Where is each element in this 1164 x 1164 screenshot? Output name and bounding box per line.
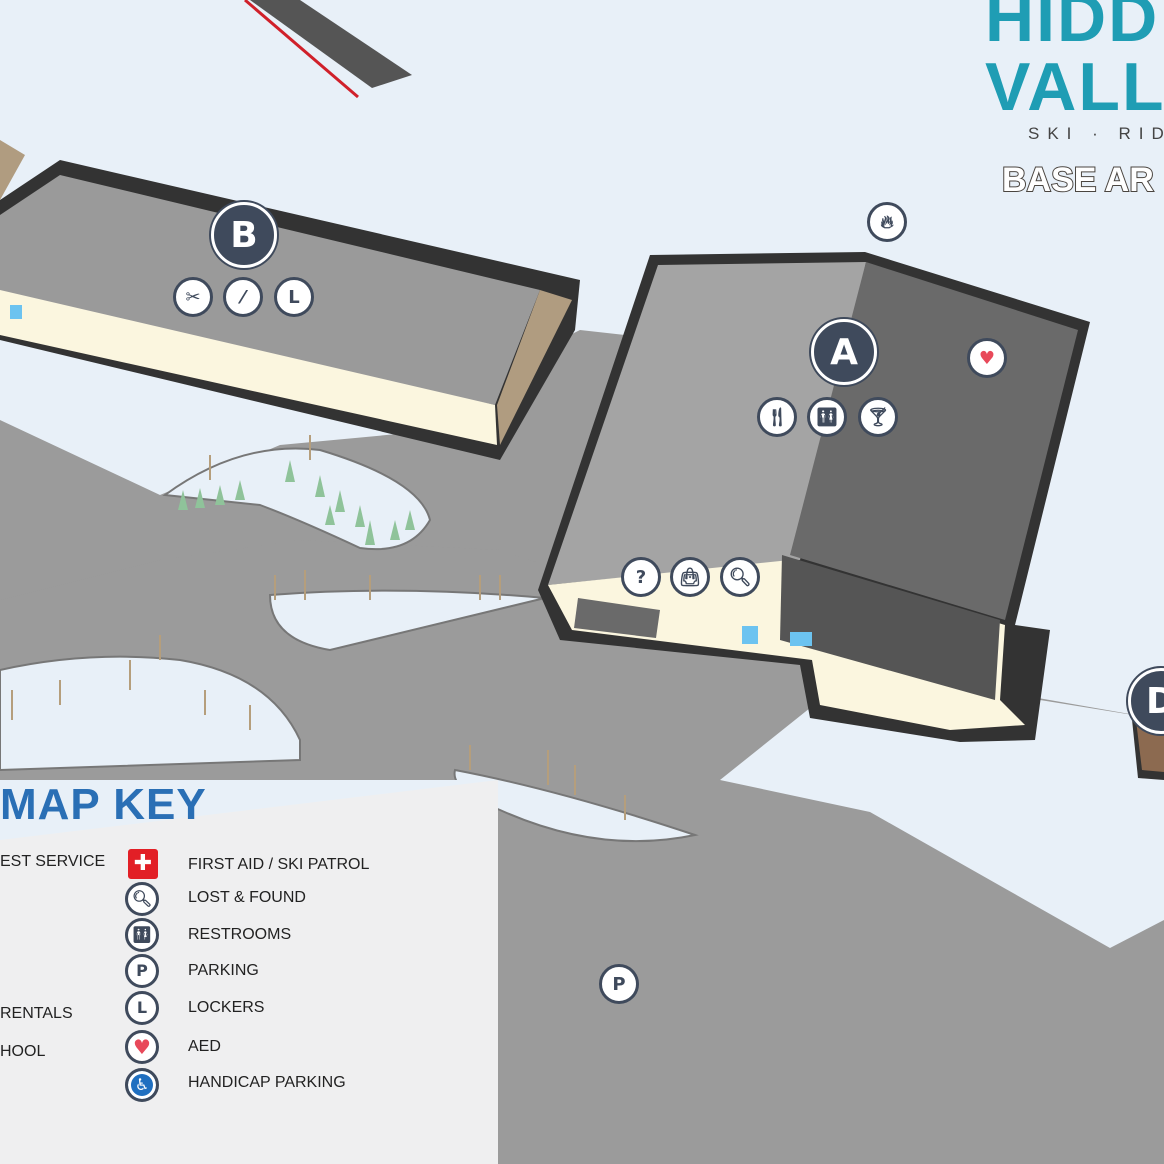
aed-icon[interactable]: ♥ [967,338,1007,378]
snow-island [268,589,546,652]
key-label-guest-service: EST SERVICE [0,853,106,870]
building-b-marker[interactable]: B [211,202,277,268]
lost-found-icon: 🔍︎ [125,882,159,916]
lockers-icon[interactable]: L [274,277,314,317]
key-label: RESTROOMS [188,926,292,943]
building-a-marker[interactable]: A [811,319,877,385]
aed-icon: ♥ [125,1030,159,1064]
lost-found-icon[interactable]: 🔍︎ [720,557,760,597]
key-label-school: HOOL [0,1043,46,1060]
logo-line-2: VALL [985,49,1164,125]
key-label: FIRST AID / SKI PATROL [188,856,370,873]
bare-trees [11,435,626,820]
first-aid-icon: ✚ [128,849,158,879]
restrooms-icon: 🚻︎ [125,918,159,952]
lift-cable [244,0,359,99]
key-label: HANDICAP PARKING [188,1074,346,1091]
key-label-rentals: RENTALS [0,1005,73,1022]
parking-icon[interactable]: P [599,964,639,1004]
dining-icon[interactable]: 🍴︎ [757,397,797,437]
key-label: LOCKERS [188,999,265,1016]
logo-line-1: HIDD [985,0,1160,56]
handicap-parking-icon: ♿︎ [125,1068,159,1102]
key-label: AED [188,1038,221,1055]
snow-island [0,655,301,772]
shop-icon[interactable]: 👜︎ [670,557,710,597]
key-label: LOST & FOUND [188,889,306,906]
parking-icon: P [125,954,159,988]
map-key-title: MAP KEY [0,780,207,829]
fire-pit-icon[interactable]: 🔥︎ [867,202,907,242]
area-title: BASE AR [1001,160,1155,200]
snowboard-icon[interactable]: ⁄ [223,277,263,317]
restrooms-icon[interactable]: 🚻︎ [807,397,847,437]
trees [178,460,415,545]
guest-service-icon[interactable]: ? [621,557,661,597]
map-key [0,780,498,1164]
lockers-icon: L [125,991,159,1025]
lift-line [250,0,412,88]
bar-icon[interactable]: 🍸︎ [858,397,898,437]
ski-rentals-icon[interactable]: ✂ [173,277,213,317]
map-key-corner [0,780,498,840]
snow-area [720,700,1164,948]
key-label: PARKING [188,962,259,979]
logo-tagline: SKI · RIDE [1028,124,1164,143]
